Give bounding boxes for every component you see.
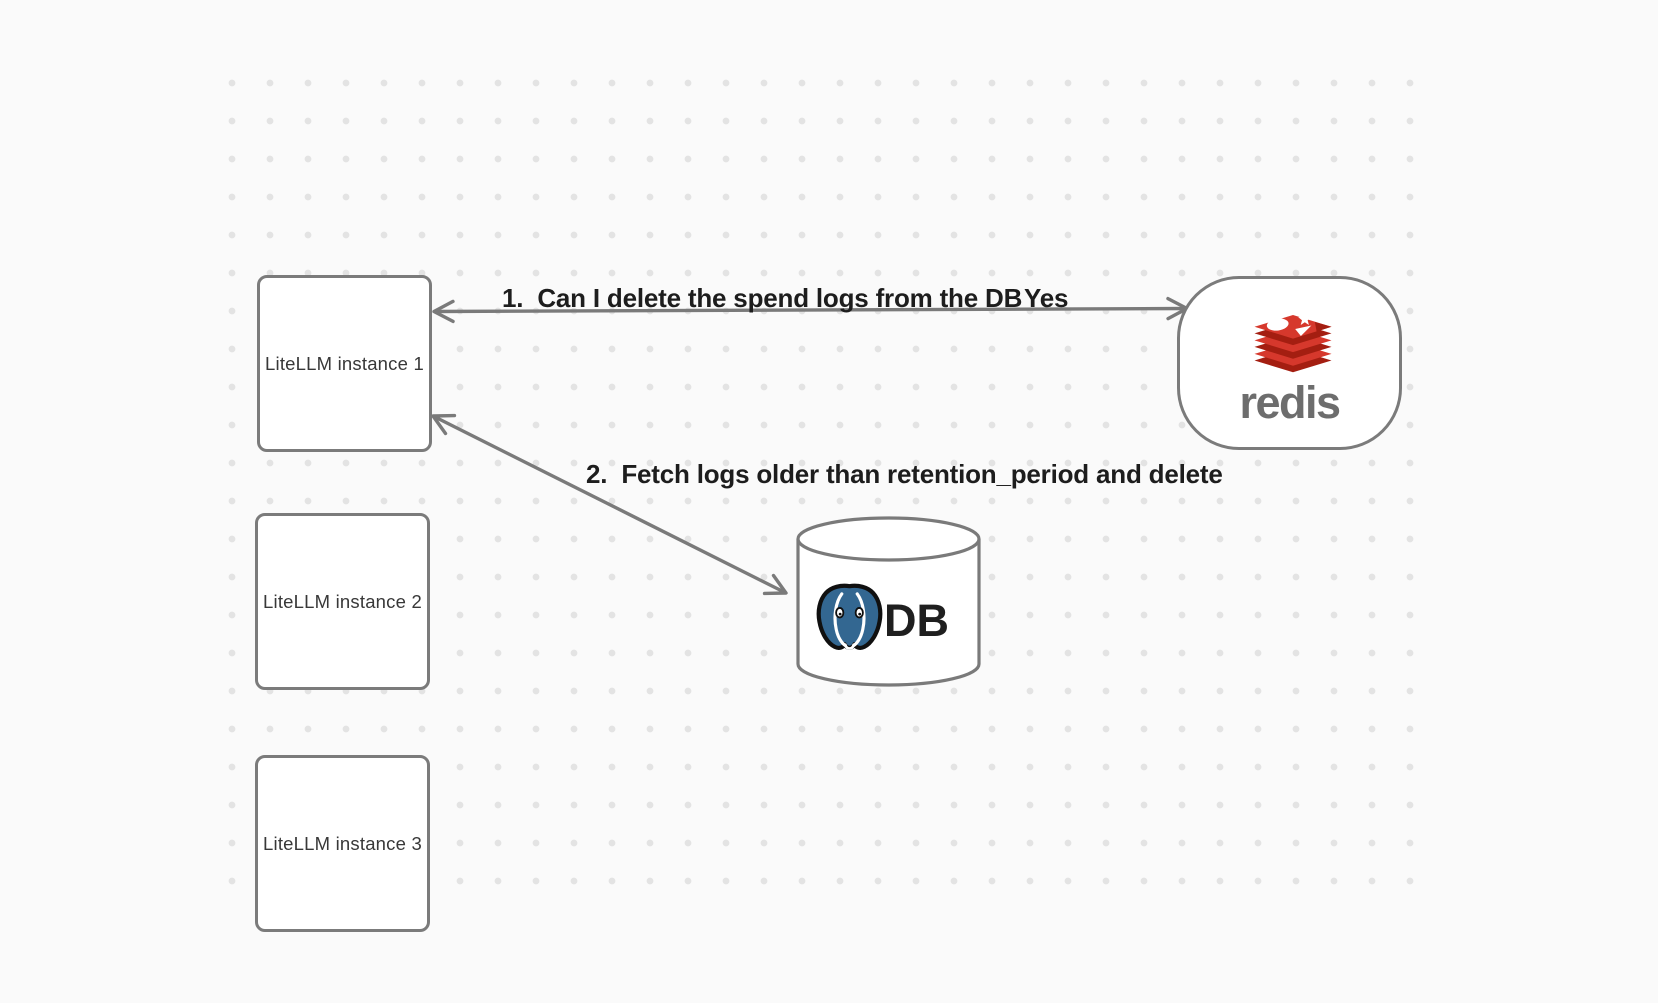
litellm-instance-3-node: LiteLLM instance 3: [255, 755, 430, 932]
redis-logo-icon: [1254, 312, 1332, 373]
redis-wordmark: redis: [1239, 377, 1341, 428]
instance-1-label: LiteLLM instance 1: [265, 352, 424, 374]
litellm-instance-2-node: LiteLLM instance 2: [255, 513, 430, 690]
db-label: DB: [884, 595, 949, 646]
edge-1-response-label: Yes: [1024, 283, 1069, 313]
redis-node: redis: [1177, 276, 1402, 450]
postgres-db-node: DB: [790, 505, 1000, 700]
instance-2-label: LiteLLM instance 2: [263, 590, 422, 612]
instance-3-label: LiteLLM instance 3: [263, 832, 422, 854]
postgresql-elephant-icon: [816, 583, 883, 650]
litellm-instance-1-node: LiteLLM instance 1: [257, 275, 432, 452]
edge-2-label: 2. Fetch logs older than retention_perio…: [586, 459, 1223, 489]
edge-1-label: 1. Can I delete the spend logs from the …: [502, 283, 1023, 313]
